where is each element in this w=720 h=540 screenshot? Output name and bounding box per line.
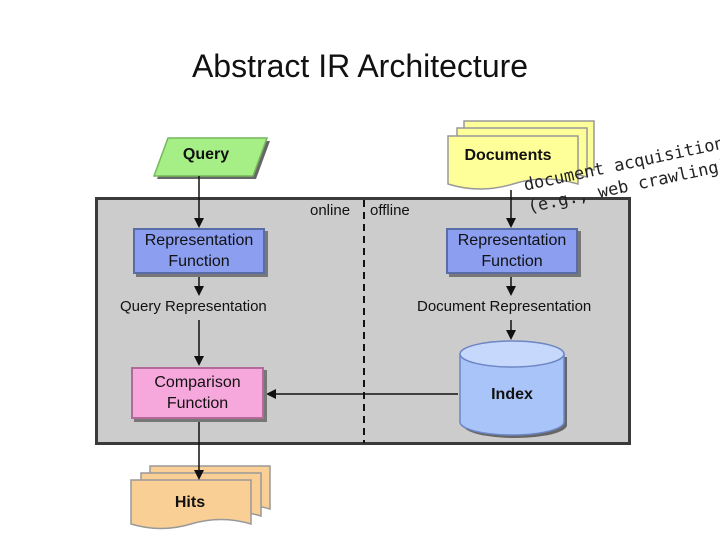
index-label: Index xyxy=(491,386,533,403)
flow-arrows xyxy=(194,176,516,480)
query-representation-function-label: Representation Function xyxy=(144,232,254,270)
document-representation-function-label: Representation Function xyxy=(457,232,567,270)
hits-label: Hits xyxy=(174,494,206,511)
query-representation-function-box: Representation Function xyxy=(133,228,265,274)
query-representation-label: Query Representation xyxy=(120,298,267,315)
online-label: online xyxy=(310,202,351,219)
offline-label: offline xyxy=(370,202,410,219)
query-node xyxy=(152,137,270,179)
documents-node xyxy=(447,120,595,190)
document-representation-function-box: Representation Function xyxy=(446,228,578,274)
document-representation-label: Document Representation xyxy=(417,298,592,315)
index-node xyxy=(459,340,567,438)
query-label: Query xyxy=(182,146,230,163)
diagram-title: Abstract IR Architecture xyxy=(191,48,529,84)
comparison-function-label: Comparison Function xyxy=(154,374,241,412)
documents-label: Documents xyxy=(464,147,552,164)
hits-node xyxy=(130,465,271,530)
comparison-function-box: Comparison Function xyxy=(131,367,264,419)
